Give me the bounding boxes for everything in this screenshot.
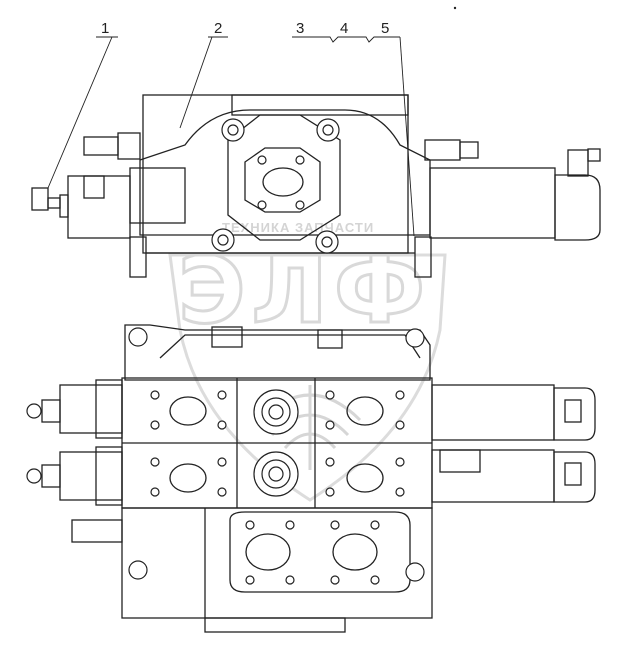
watermark: ЭЛФ ТЕХНИКА ЗАПЧАСТИ: [168, 220, 447, 502]
callout-5: 5: [381, 20, 389, 37]
callout-group: 1 2 3 4 5: [47, 20, 415, 237]
leader-3-4-5-underline: [292, 36, 400, 43]
leader-5: [399, 36, 415, 237]
leader-2: [179, 36, 213, 129]
callout-4: 4: [340, 20, 348, 37]
registration-dot: [453, 6, 457, 10]
callout-2: 2: [214, 20, 222, 37]
upper-flange: [227, 114, 341, 241]
callout-1: 1: [101, 20, 109, 37]
upper-bolts: [211, 118, 340, 254]
upper-valve-block: [31, 94, 601, 278]
lower-valve-block: [26, 324, 596, 633]
watermark-caption: ТЕХНИКА ЗАПЧАСТИ: [222, 220, 374, 235]
watermark-shield: [168, 253, 447, 502]
leader-1: [47, 36, 113, 189]
callout-3: 3: [296, 20, 304, 37]
